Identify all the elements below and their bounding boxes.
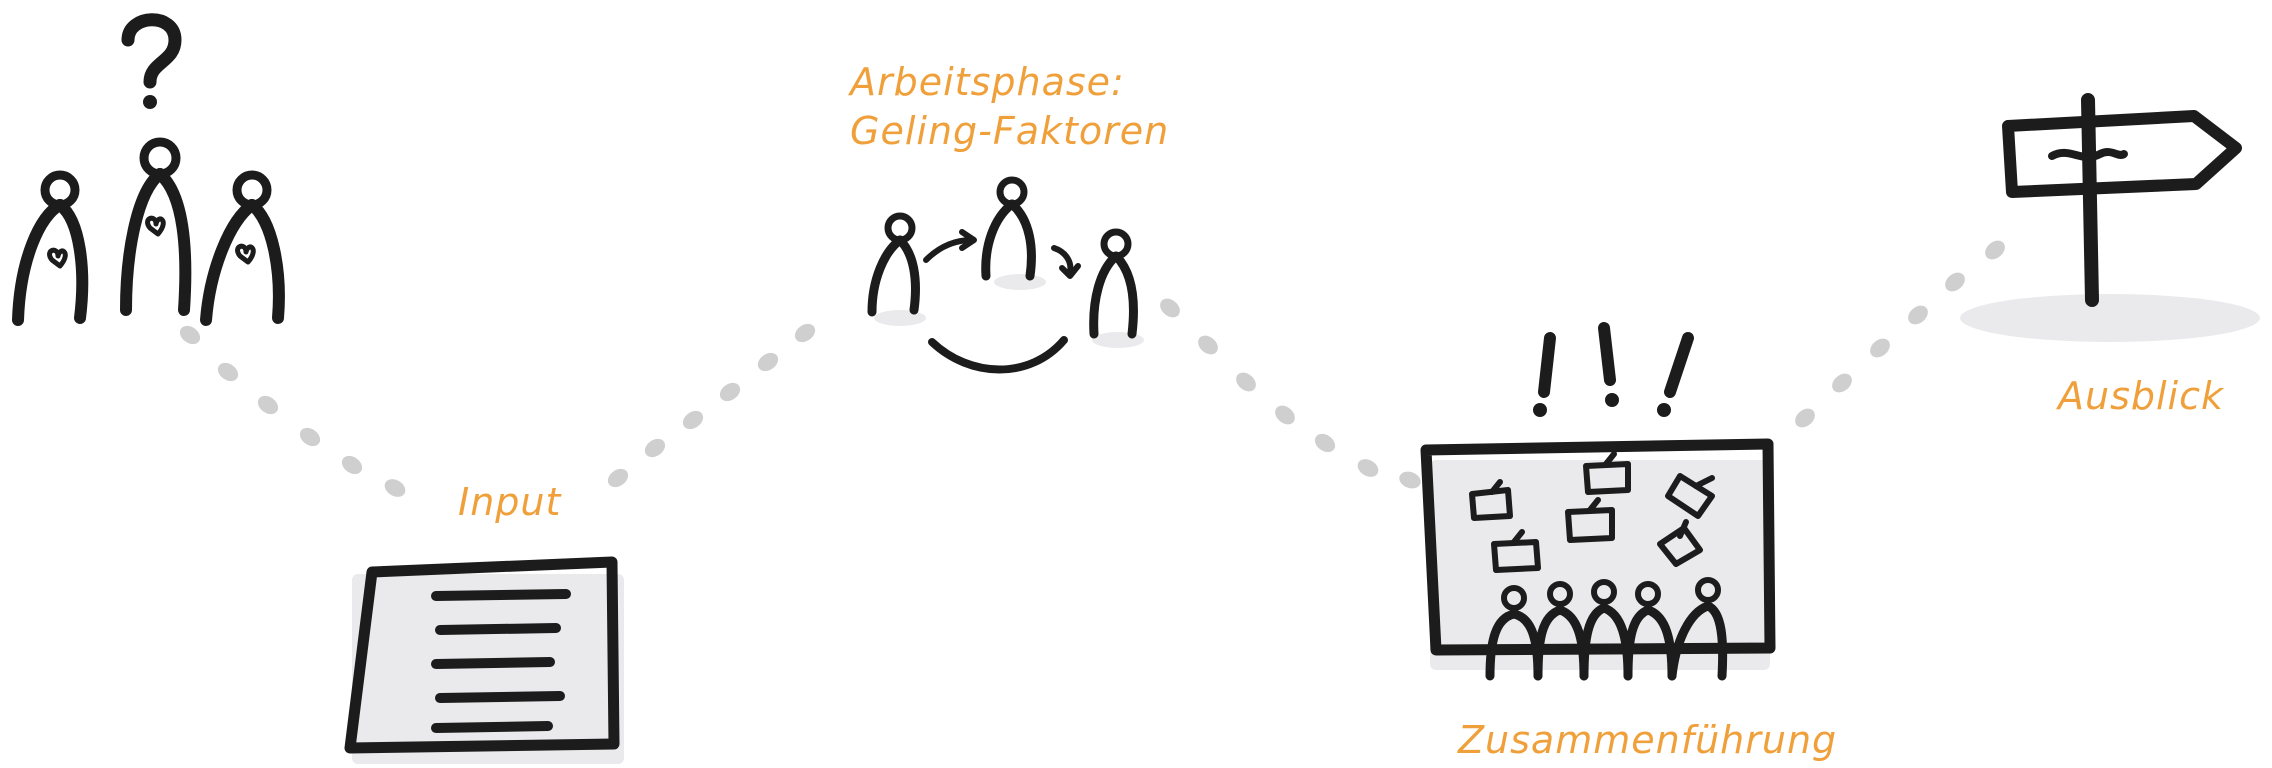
connector-start-input — [176, 322, 408, 500]
stage-label-input: Input — [458, 478, 561, 527]
stage-label-outlook: Ausblick — [2058, 372, 2224, 421]
board-audience-icon — [1426, 328, 1770, 676]
team-cycle-icon — [872, 180, 1144, 370]
stage-label-merge: Zusammenführung — [1458, 716, 1837, 765]
people-question-icon — [18, 20, 279, 320]
connector-merge-outlook — [1791, 237, 2008, 431]
stage-label-work: Arbeitsphase: Geling-Faktoren — [850, 58, 1169, 157]
connector-input-work — [604, 320, 818, 491]
document-icon — [350, 562, 624, 764]
signpost-icon — [1960, 100, 2260, 342]
connector-work-merge — [1156, 295, 1423, 491]
